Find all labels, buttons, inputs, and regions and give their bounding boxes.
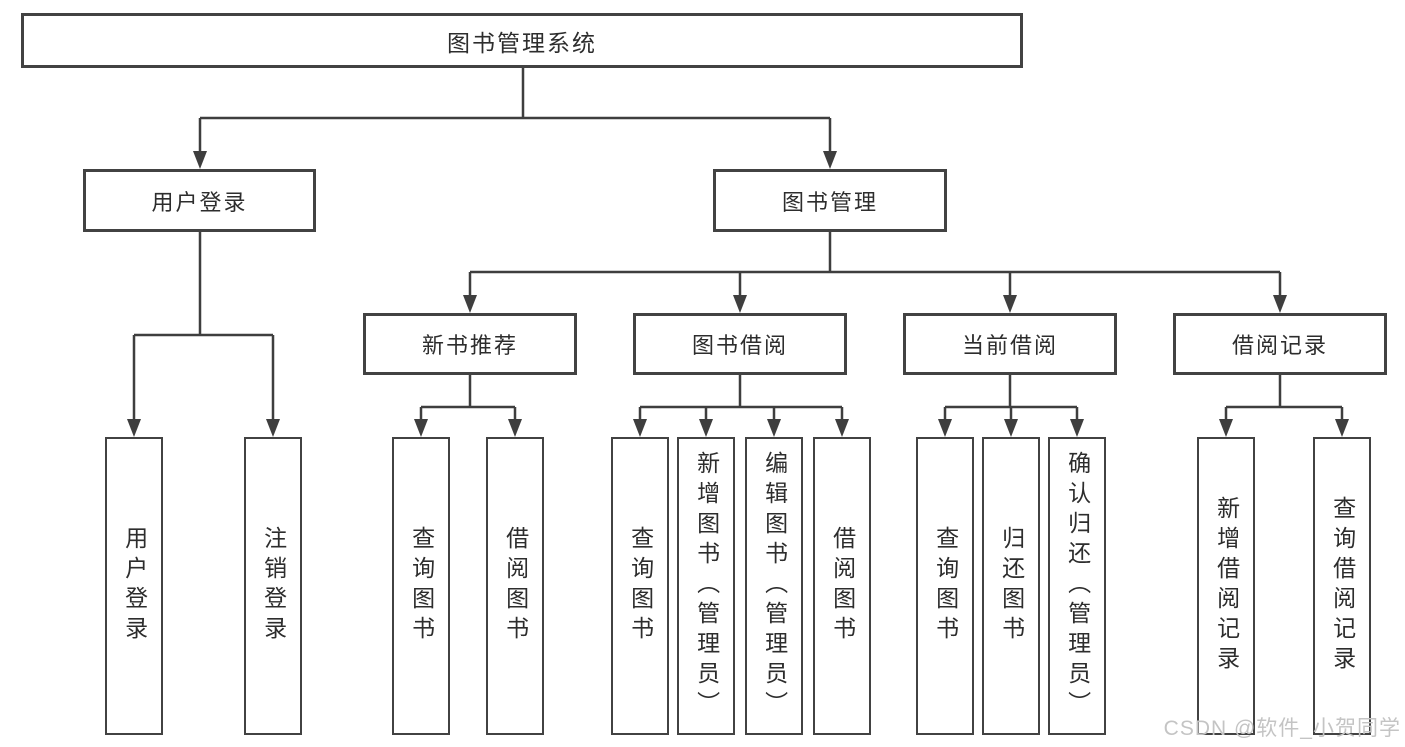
arrowhead <box>633 419 647 437</box>
arrowhead <box>699 419 713 437</box>
node-label: 编辑图书（管理员） <box>761 451 788 721</box>
node-add-books-admin: 新增图书（管理员） <box>677 437 735 735</box>
arrowhead <box>414 419 428 437</box>
node-label: 查询借阅记录 <box>1329 496 1356 676</box>
arrowhead <box>266 419 280 437</box>
arrowhead <box>733 295 747 313</box>
node-label: 注销登录 <box>260 526 287 646</box>
node-logout: 注销登录 <box>244 437 302 735</box>
node-label: 借阅图书 <box>829 526 856 646</box>
node-label: 当前借阅 <box>961 333 1058 358</box>
arrowhead <box>835 419 849 437</box>
node-borrowing-records: 借阅记录 <box>1173 313 1387 375</box>
arrowhead <box>127 419 141 437</box>
node-query-books-borrow: 查询图书 <box>611 437 669 735</box>
node-label: 图书借阅 <box>691 333 788 358</box>
arrowhead <box>1003 295 1017 313</box>
node-label: 查询图书 <box>932 526 959 646</box>
node-label: 用户登录 <box>151 189 248 215</box>
node-label: 新书推荐 <box>421 333 518 358</box>
node-current-borrowing: 当前借阅 <box>903 313 1117 375</box>
node-label: 用户登录 <box>121 526 148 646</box>
arrowhead <box>1273 295 1287 313</box>
node-label: 确认归还（管理员） <box>1064 451 1091 721</box>
node-query-books-current: 查询图书 <box>916 437 974 735</box>
arrowhead <box>1004 419 1018 437</box>
arrowhead <box>1335 419 1349 437</box>
node-book-management: 图书管理 <box>713 169 947 232</box>
node-query-books-recommend: 查询图书 <box>392 437 450 735</box>
node-label: 新增借阅记录 <box>1213 496 1240 676</box>
node-label: 新增图书（管理员） <box>693 451 720 721</box>
arrowhead <box>508 419 522 437</box>
arrowhead <box>193 151 207 169</box>
node-label: 查询图书 <box>408 526 435 646</box>
node-return-books: 归还图书 <box>982 437 1040 735</box>
node-label: 图书管理系统 <box>447 29 597 56</box>
csdn-watermark: CSDN @软件_小贺同学 <box>1163 717 1401 740</box>
node-label: 借阅记录 <box>1231 333 1328 358</box>
node-label: 归还图书 <box>998 526 1025 646</box>
node-label: 图书管理 <box>781 189 878 215</box>
node-new-book-recommend: 新书推荐 <box>363 313 577 375</box>
node-confirm-return-admin: 确认归还（管理员） <box>1048 437 1106 735</box>
node-user-login-action: 用户登录 <box>105 437 163 735</box>
arrowhead <box>1070 419 1084 437</box>
arrowhead <box>823 151 837 169</box>
node-add-borrow-record: 新增借阅记录 <box>1197 437 1255 735</box>
node-label: 借阅图书 <box>502 526 529 646</box>
arrowhead <box>463 295 477 313</box>
node-borrow-books: 借阅图书 <box>813 437 871 735</box>
arrowhead <box>938 419 952 437</box>
node-user-login: 用户登录 <box>83 169 316 232</box>
node-borrow-books-recommend: 借阅图书 <box>486 437 544 735</box>
arrowhead <box>767 419 781 437</box>
node-book-borrowing: 图书借阅 <box>633 313 847 375</box>
node-label: 查询图书 <box>627 526 654 646</box>
node-edit-books-admin: 编辑图书（管理员） <box>745 437 803 735</box>
node-library-management-system: 图书管理系统 <box>21 13 1023 68</box>
node-query-borrow-record: 查询借阅记录 <box>1313 437 1371 735</box>
arrowhead <box>1219 419 1233 437</box>
